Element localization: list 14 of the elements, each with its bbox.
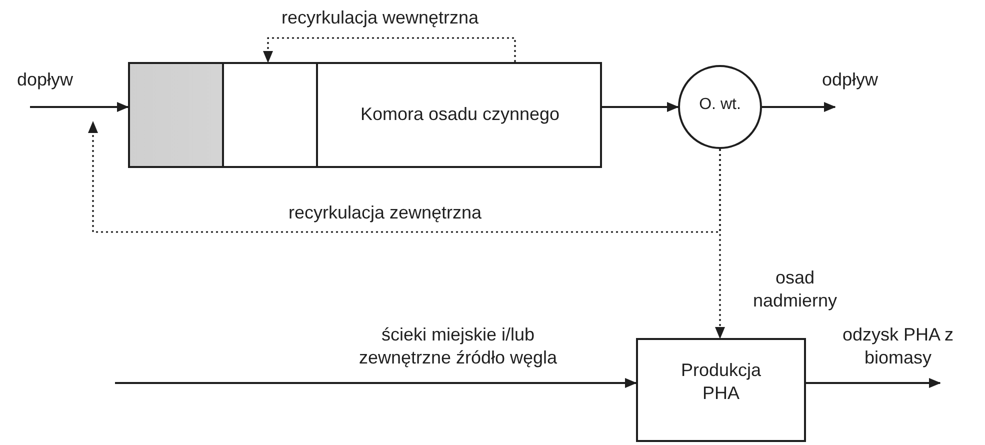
node-label: Komora osadu czynnego (359, 103, 561, 126)
process-box (636, 338, 806, 442)
dotted-arrow (263, 37, 516, 63)
arrow (115, 378, 637, 388)
dotted-arrow (715, 149, 725, 339)
process-box (128, 62, 602, 168)
settling-tank-circle (678, 65, 762, 149)
node-label: O. wt. (698, 95, 742, 115)
arrow (602, 102, 679, 112)
dotted-arrow (88, 121, 721, 233)
node-label: Produkcja PHA (680, 359, 762, 406)
arrow (806, 378, 941, 388)
arrow (762, 102, 836, 112)
arrow (30, 102, 129, 112)
